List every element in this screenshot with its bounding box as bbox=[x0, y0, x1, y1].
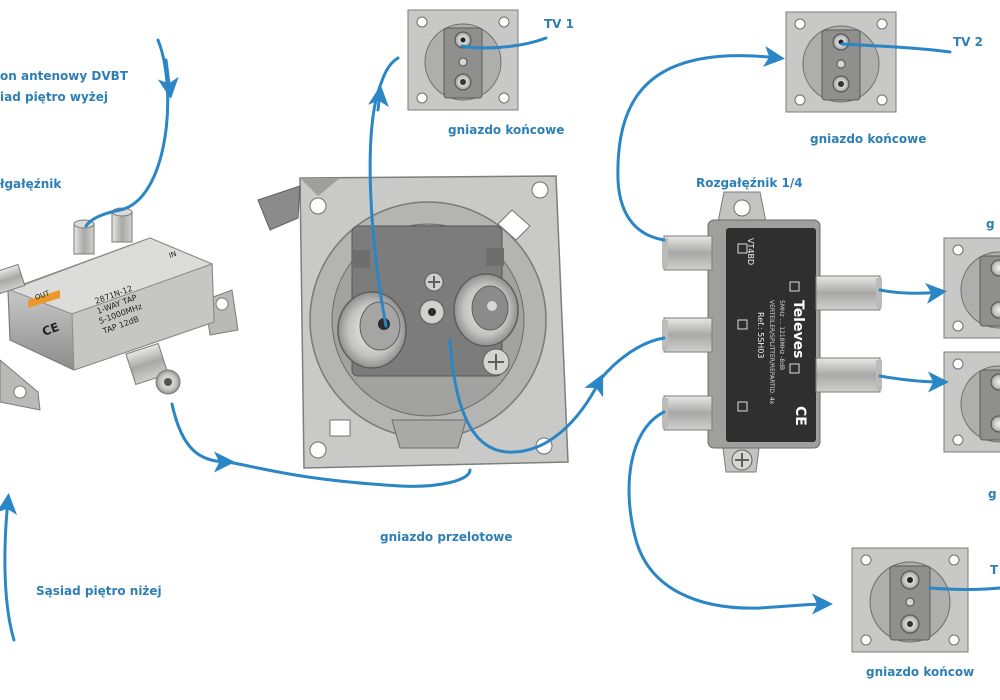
tap-port-in-text: IN bbox=[168, 250, 178, 260]
label-pass-through-socket: gniazdo przelotowe bbox=[380, 530, 513, 544]
end-socket-tv1 bbox=[407, 9, 519, 111]
wire-splitter-to-right-top bbox=[878, 282, 947, 304]
label-antenna-source-line1: on antenowy DVBT bbox=[0, 69, 128, 83]
end-socket-bottom bbox=[851, 547, 969, 653]
wires bbox=[0, 36, 1000, 642]
splitter-out-port-3 bbox=[815, 275, 882, 311]
splitter-out-port-2 bbox=[662, 395, 713, 431]
label-right-mid-fragment: g bbox=[988, 487, 997, 501]
label-tap: łgałęźnik bbox=[0, 177, 62, 191]
label-neighbor-below: Sąsiad piętro niżej bbox=[36, 584, 162, 598]
splitter-1x4: Ref.: 5SH03 VT4BD VERTEILER/SPLITTER/REP… bbox=[662, 191, 882, 473]
wire-neighbor-below bbox=[0, 493, 18, 642]
tap-port-left bbox=[0, 263, 26, 295]
tap-1way: OUT IN 2871N-12 1-WAY TAP 5-1000MHz TAP … bbox=[0, 207, 239, 411]
end-socket-right-mid bbox=[943, 351, 1000, 453]
splitter-desc-text: VERTEILER/SPLITTER/REPARTID. 4x bbox=[768, 300, 775, 405]
splitter-out-port-4 bbox=[815, 357, 882, 393]
splitter-model-text: VT4BD bbox=[746, 238, 755, 265]
splitter-in-port bbox=[662, 235, 713, 271]
label-bottom-socket: gniazdo końcow bbox=[866, 665, 975, 679]
socket-radio-connector bbox=[453, 273, 519, 347]
label-tv1: TV 1 bbox=[544, 17, 574, 31]
label-bottom-right-tv-fragment: T bbox=[990, 563, 999, 577]
socket-tv-connector bbox=[337, 291, 407, 369]
label-right-top-fragment: g bbox=[986, 217, 995, 231]
splitter-spec-text: 5MHz ... 1218MHz -8dB bbox=[778, 300, 785, 370]
tap-ce-mark: CE bbox=[40, 320, 61, 339]
splitter-out-port-1 bbox=[662, 317, 713, 353]
label-tv2-socket: gniazdo końcowe bbox=[810, 132, 927, 146]
pass-through-socket bbox=[257, 175, 569, 469]
wire-socket-to-tv1 bbox=[368, 56, 400, 328]
end-socket-right-top bbox=[943, 237, 1000, 339]
wire-antenna-arrow bbox=[157, 58, 179, 99]
wire-splitter-to-right-mid bbox=[878, 371, 949, 393]
splitter-ref-text: Ref.: 5SH03 bbox=[756, 312, 765, 359]
label-tv1-socket: gniazdo końcowe bbox=[448, 123, 565, 137]
end-socket-tv2 bbox=[785, 11, 897, 113]
wire-splitter-to-tv2 bbox=[616, 46, 785, 242]
wire-tap-to-socket bbox=[170, 402, 235, 473]
tap-port-top-2 bbox=[111, 207, 133, 243]
tap-port-bottom bbox=[125, 342, 181, 395]
splitter-ce-mark: CE bbox=[792, 406, 808, 426]
label-splitter-title: Rozgałęźnik 1/4 bbox=[696, 176, 803, 190]
tap-port-top-1 bbox=[73, 219, 95, 255]
wire-socket-to-splitter bbox=[448, 338, 604, 454]
label-tv2: TV 2 bbox=[953, 35, 983, 49]
splitter-brand-text: Televes bbox=[790, 300, 806, 358]
label-antenna-source-line2: iad piętro wyżej bbox=[0, 90, 109, 104]
wire-splitter-to-bottom bbox=[627, 410, 833, 615]
